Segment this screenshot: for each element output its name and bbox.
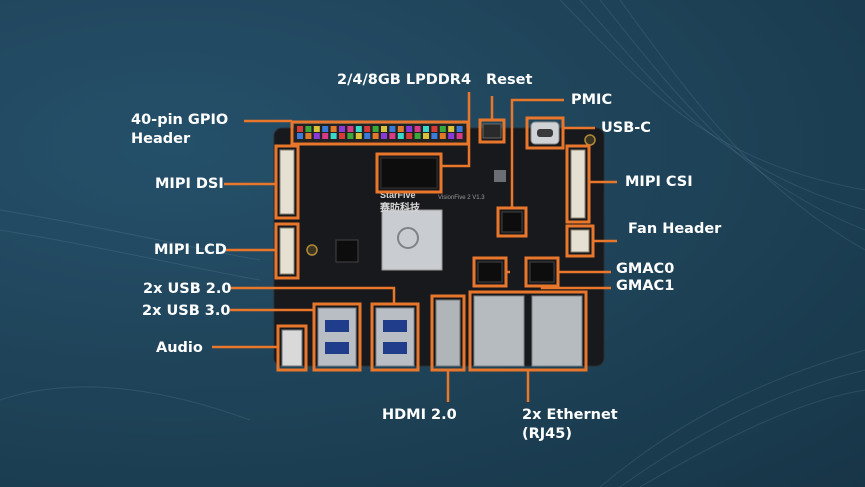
soc-chip [381,209,443,271]
audio-jack-part [281,329,303,367]
label-reset: Reset [486,72,533,88]
gpio-pin [313,133,320,139]
gpio-pin [347,126,354,132]
label-lpddr4: 2/4/8GB LPDDR4 [337,72,472,88]
gpio-pin [355,126,362,132]
mount-hole [584,134,596,146]
gpio-pin [372,133,379,139]
mipi-dsi-connector [279,149,295,215]
mipi-csi-connector [570,149,586,219]
label-gpio-line2: Header [131,131,191,147]
board-logo-cn: 赛昉科技 [379,201,421,214]
gpio-pins [294,124,466,142]
mipi-lcd-connector [279,227,295,275]
highlight-lpddr4 [375,152,443,194]
gpio-pin [339,126,345,132]
gpio-pin [355,133,362,139]
leader-pmic [510,98,564,208]
gpio-pin [305,126,312,132]
label-mipi-dsi: MIPI DSI [155,176,224,192]
board-logo-en: StarFive [380,190,416,200]
highlight-mipi-csi [565,144,591,224]
highlight-mipi-dsi [274,144,300,220]
gpio-pin [406,126,413,132]
gpio-pin [456,126,463,132]
gpio-pin [322,126,329,132]
gpio-pin [381,126,387,132]
gpio-pin [389,126,396,132]
highlight-usbc [525,116,565,150]
leader-usb20 [228,286,396,304]
gpio-pin [297,133,303,139]
gpio-pin [372,126,379,132]
gpio-pin [414,133,421,139]
gpio-pin [330,126,337,132]
label-gmac0: GMAC0 [616,261,675,277]
ethernet-port [473,295,525,367]
gpio-pin [439,126,446,132]
gmac0-chip [477,261,503,283]
gpio-pin [439,133,446,139]
gpio-pin [313,126,320,132]
label-hdmi: HDMI 2.0 [382,407,457,423]
lpddr4-chip [380,157,438,189]
gpio-pin [339,133,345,139]
gpio-pin [423,126,429,132]
gpio-pin [448,133,455,139]
gpio-pin [456,133,463,139]
ethernet-port [531,295,583,367]
usb-port [317,307,357,367]
label-usb30: 2x USB 3.0 [142,303,231,319]
hdmi-port-part [435,299,461,367]
gpio-pin [389,133,396,139]
leader-lpddr4 [441,92,471,168]
label-mipi-csi: MIPI CSI [625,174,693,190]
gpio-pin [305,133,312,139]
gpio-pin [414,126,421,132]
gpio-pin [431,133,438,139]
highlight-usb-left [312,302,362,372]
label-ethernet-line1: 2x Ethernet [522,407,618,423]
gpio-pin [297,126,303,132]
mount-hole [306,244,318,256]
label-gpio-line1: 40-pin GPIO [131,112,229,128]
gpio-pin [431,126,438,132]
board-model-text: VisionFive 2 V1.3 [438,195,485,201]
label-fan-header: Fan Header [628,221,722,237]
gpio-pin [330,133,337,139]
label-mipi-lcd: MIPI LCD [154,242,227,258]
label-usbc: USB-C [601,120,651,136]
usb-port [375,307,415,367]
gpio-pin [381,133,387,139]
gpio-pin [448,126,455,132]
gpio-pin [397,126,404,132]
gpio-pin [397,133,404,139]
label-ethernet: 2x Ethernet (RJ45) [522,406,618,444]
gpio-pin [347,133,354,139]
label-pmic: PMIC [571,92,613,108]
reset-button-part [482,123,502,139]
gpio-pin [364,126,371,132]
pmic-chip [501,211,523,233]
leader-gmac1 [540,286,611,290]
gmac1-chip [529,261,555,283]
label-ethernet-line2: (RJ45) [522,426,572,442]
label-gmac1: GMAC1 [616,278,675,294]
gpio-pin [423,133,429,139]
label-gpio: 40-pin GPIO Header [131,111,228,149]
label-usb20: 2x USB 2.0 [143,281,232,297]
gpio-pin [322,133,329,139]
gpio-pin [364,133,371,139]
fan-header-connector [570,229,590,253]
gpio-pin [406,133,413,139]
label-audio: Audio [156,340,203,356]
